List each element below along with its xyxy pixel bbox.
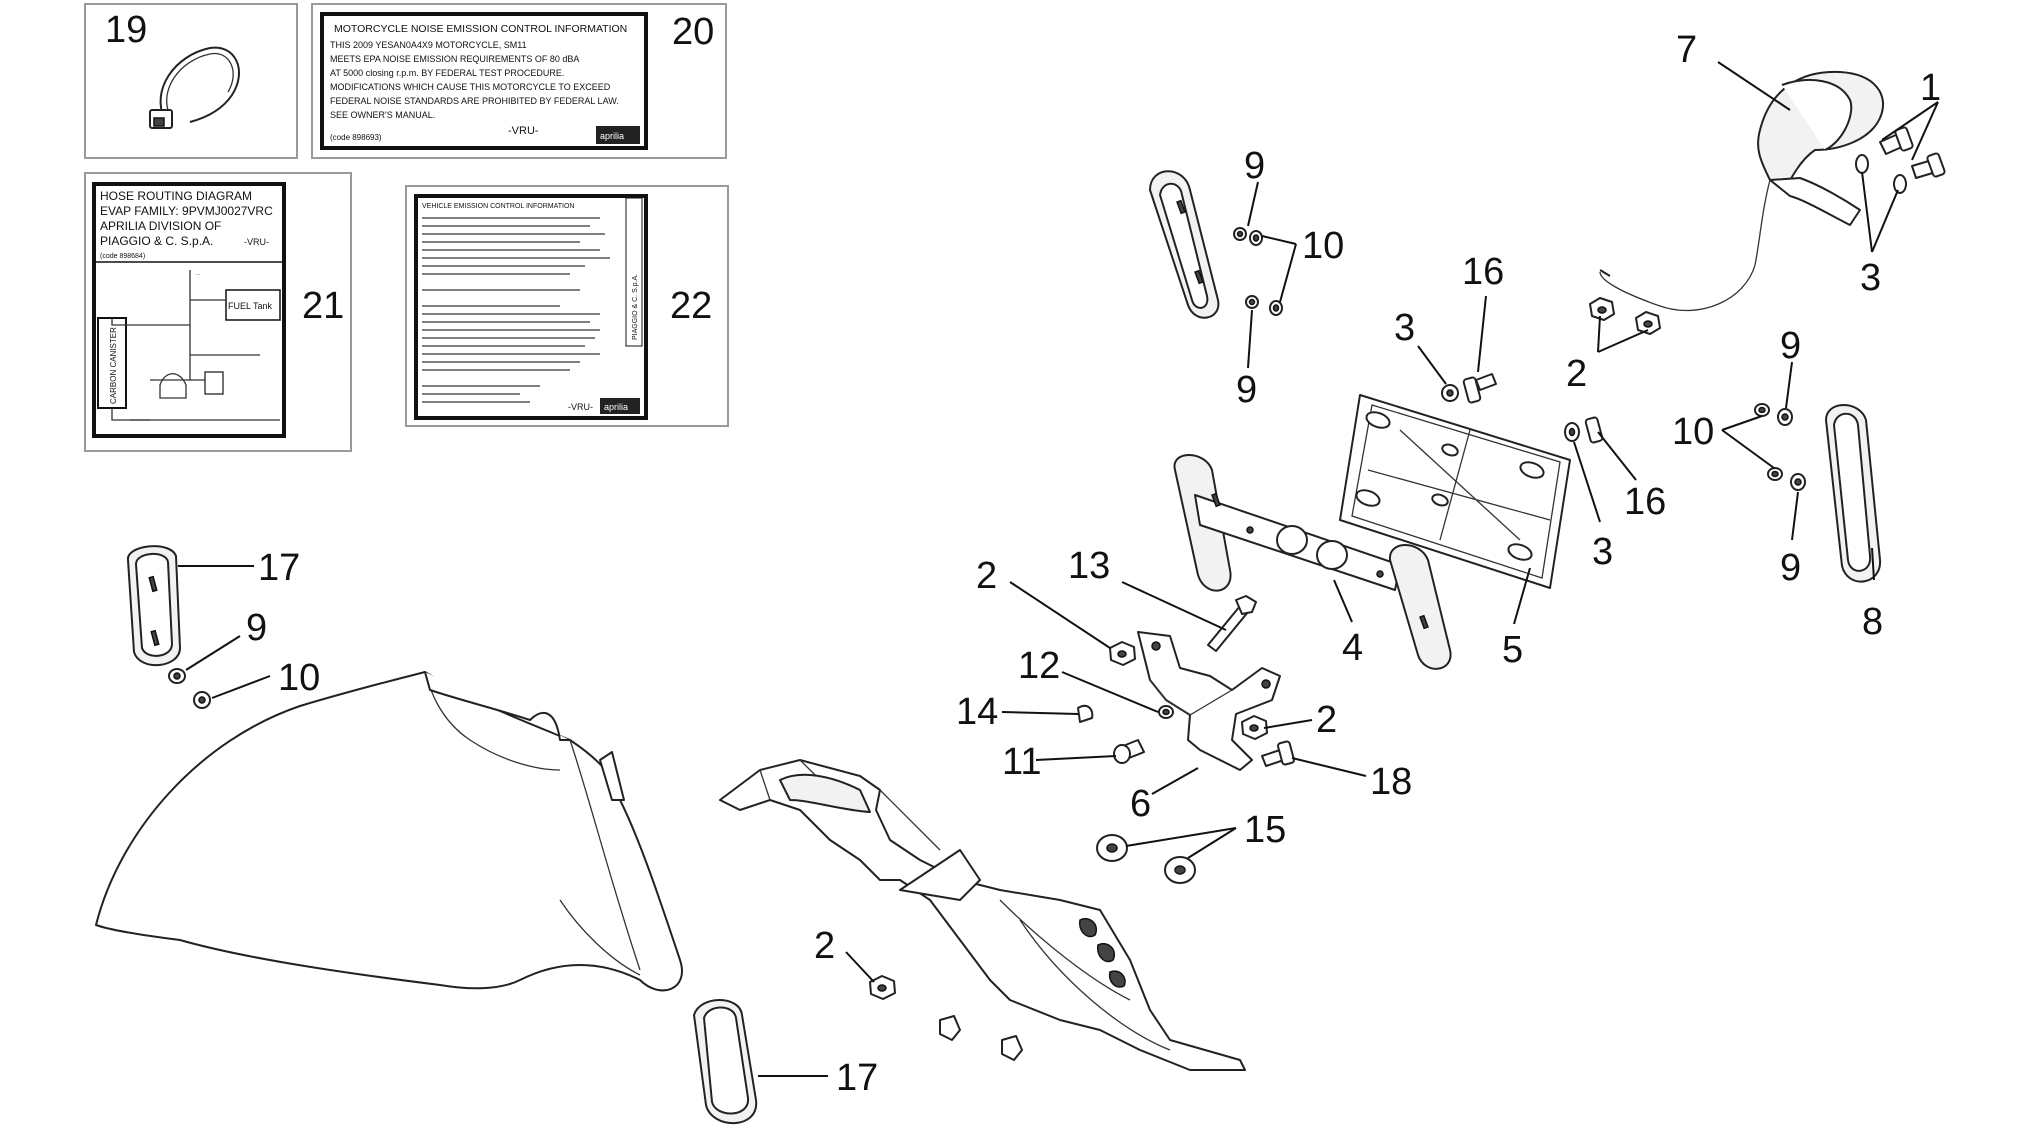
hose-clamp-illustration [149,46,241,129]
hose-routing-label: HOSE ROUTING DIAGRAM EVAP FAMILY: 9PVMJ0… [96,189,282,421]
inset-number-22: 22 [670,285,712,327]
part-5-license-plate-holder [1339,394,1571,589]
label21-line1: HOSE ROUTING DIAGRAM [100,189,252,203]
part-2-lower-nut-and-clips [869,975,1023,1061]
callout-5: 5 [1502,629,1523,671]
callout-2-lower: 2 [814,925,835,967]
inset-21: 21 HOSE ROUTING DIAGRAM EVAP FAMILY: 9PV… [84,172,352,452]
part-4-reflector-bracket-bar [1173,454,1452,670]
inset-22: 22 VEHICLE EMISSION CONTROL INFORMATION … [405,185,729,427]
part-9-10-left-hardware [168,668,211,709]
callout-7: 7 [1676,29,1697,71]
callout-10-right: 10 [1672,411,1714,453]
callout-18: 18 [1370,761,1412,803]
part-rear-mudguard [719,759,1246,1071]
callout-9-right-top: 9 [1780,325,1801,367]
callout-6: 6 [1130,783,1151,825]
callout-numbers: 1 7 3 9 10 9 16 3 2 16 3 9 10 9 8 4 5 13… [246,29,1941,1099]
label20-line2: THIS 2009 YESAN0A4X9 MOTORCYCLE, SM11 [330,40,527,50]
callout-16-left: 16 [1462,251,1504,293]
noise-emission-label: MOTORCYCLE NOISE EMISSION CONTROL INFORM… [330,23,640,144]
callout-12: 12 [1018,645,1060,687]
callout-9-top: 9 [1244,145,1265,187]
part-front-fender [95,671,683,992]
part-17-left-reflector-lower [693,999,758,1125]
label20-code: (code 898693) [330,133,382,142]
svg-text:...: ... [196,271,200,277]
callout-2-upper: 2 [1566,353,1587,395]
label22-vru: -VRU- [568,402,593,412]
callout-9-right-bottom: 9 [1780,547,1801,589]
callout-14: 14 [956,691,998,733]
label20-line3: MEETS EPA NOISE EMISSION REQUIREMENTS OF… [330,54,579,64]
part-rear-left-reflector [1149,170,1220,319]
callout-10-top: 10 [1302,225,1344,267]
callout-17-upper: 17 [258,547,300,589]
label20-brand: aprilia [600,131,624,141]
label21-canister: CARBON CANISTER [109,327,118,404]
label20-line6: FEDERAL NOISE STANDARDS ARE PROHIBITED B… [330,96,619,106]
label22-side: PIAGGIO & C. S.p.A. [632,274,639,340]
part-6-bracket [1137,595,1281,771]
part-1-3-screws-washers [1855,126,1946,194]
part-9-10-top-hardware [1233,227,1283,316]
callout-13: 13 [1068,545,1110,587]
part-7-tail-light [1599,70,1885,312]
callout-15: 15 [1244,809,1286,851]
callout-2-left-bracket: 2 [976,555,997,597]
callout-9-left: 9 [246,607,267,649]
label20-line1: MOTORCYCLE NOISE EMISSION CONTROL INFORM… [334,23,627,35]
label21-code: (code 898684) [100,253,145,260]
callout-8: 8 [1862,601,1883,643]
label22-title: VEHICLE EMISSION CONTROL INFORMATION [422,203,574,210]
inset-20: 20 MOTORCYCLE NOISE EMISSION CONTROL INF… [311,3,727,159]
label22-brand: aprilia [604,402,628,412]
label21-line4: PIAGGIO & C. S.p.A. [100,234,213,248]
label21-vru: -VRU- [244,237,269,247]
inset-number-19: 19 [105,9,147,51]
callout-1: 1 [1920,67,1941,109]
callout-16-right: 16 [1624,481,1666,523]
label21-line3: APRILIA DIVISION OF [100,219,221,233]
vehicle-emission-label: VEHICLE EMISSION CONTROL INFORMATION PIA… [422,197,643,414]
callout-2-right-bracket: 2 [1316,699,1337,741]
callout-4: 4 [1342,627,1363,669]
callout-17-lower: 17 [836,1057,878,1099]
part-9-10-right-hardware [1754,403,1806,491]
callout-3-left: 3 [1394,307,1415,349]
label21-fuel: FUEL Tank [228,301,273,311]
label20-line7: SEE OWNER'S MANUAL. [330,110,435,120]
label20-vru: -VRU- [508,125,539,137]
part-17-left-reflector-upper [127,545,181,666]
callout-9-top-lower: 9 [1236,369,1257,411]
inset-number-20: 20 [672,11,714,53]
label21-line2: EVAP FAMILY: 9PVMJ0027VRC [100,204,273,218]
callout-3-top-right: 3 [1860,257,1881,299]
callout-3-right: 3 [1592,531,1613,573]
part-2-nuts-upper [1589,297,1661,335]
callout-10-left: 10 [278,657,320,699]
part-15-spacers [1096,834,1196,884]
part-small-hardware-center [1077,641,1295,767]
inset-number-21: 21 [302,285,344,327]
leader-lines [178,61,1939,1077]
part-8-right-reflector [1825,404,1882,583]
label20-line4: AT 5000 closing r.p.m. BY FEDERAL TEST P… [330,68,564,78]
inset-19: 19 [84,3,298,159]
callout-11: 11 [1002,741,1041,783]
part-16-3-middle-hardware [1441,373,1604,444]
label20-line5: MODIFICATIONS WHICH CAUSE THIS MOTORCYCL… [330,82,611,92]
